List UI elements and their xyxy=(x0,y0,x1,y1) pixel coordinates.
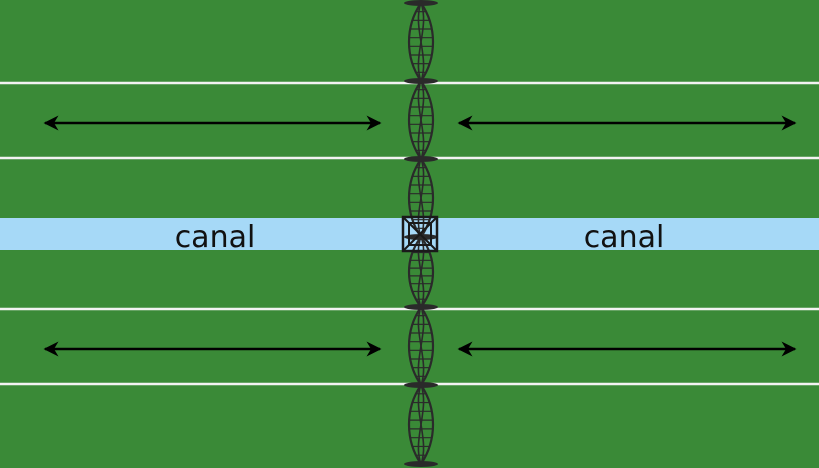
canal-label-left: canal xyxy=(175,220,256,255)
post-joint xyxy=(404,382,438,388)
post-joint xyxy=(404,78,438,84)
canal-label-right: canal xyxy=(584,220,665,255)
post-joint xyxy=(404,0,438,6)
post-joint xyxy=(404,461,438,467)
post-joint xyxy=(404,234,438,240)
crossed-box-icon xyxy=(401,215,439,253)
post-joint xyxy=(404,156,438,162)
post-joint xyxy=(404,304,438,310)
